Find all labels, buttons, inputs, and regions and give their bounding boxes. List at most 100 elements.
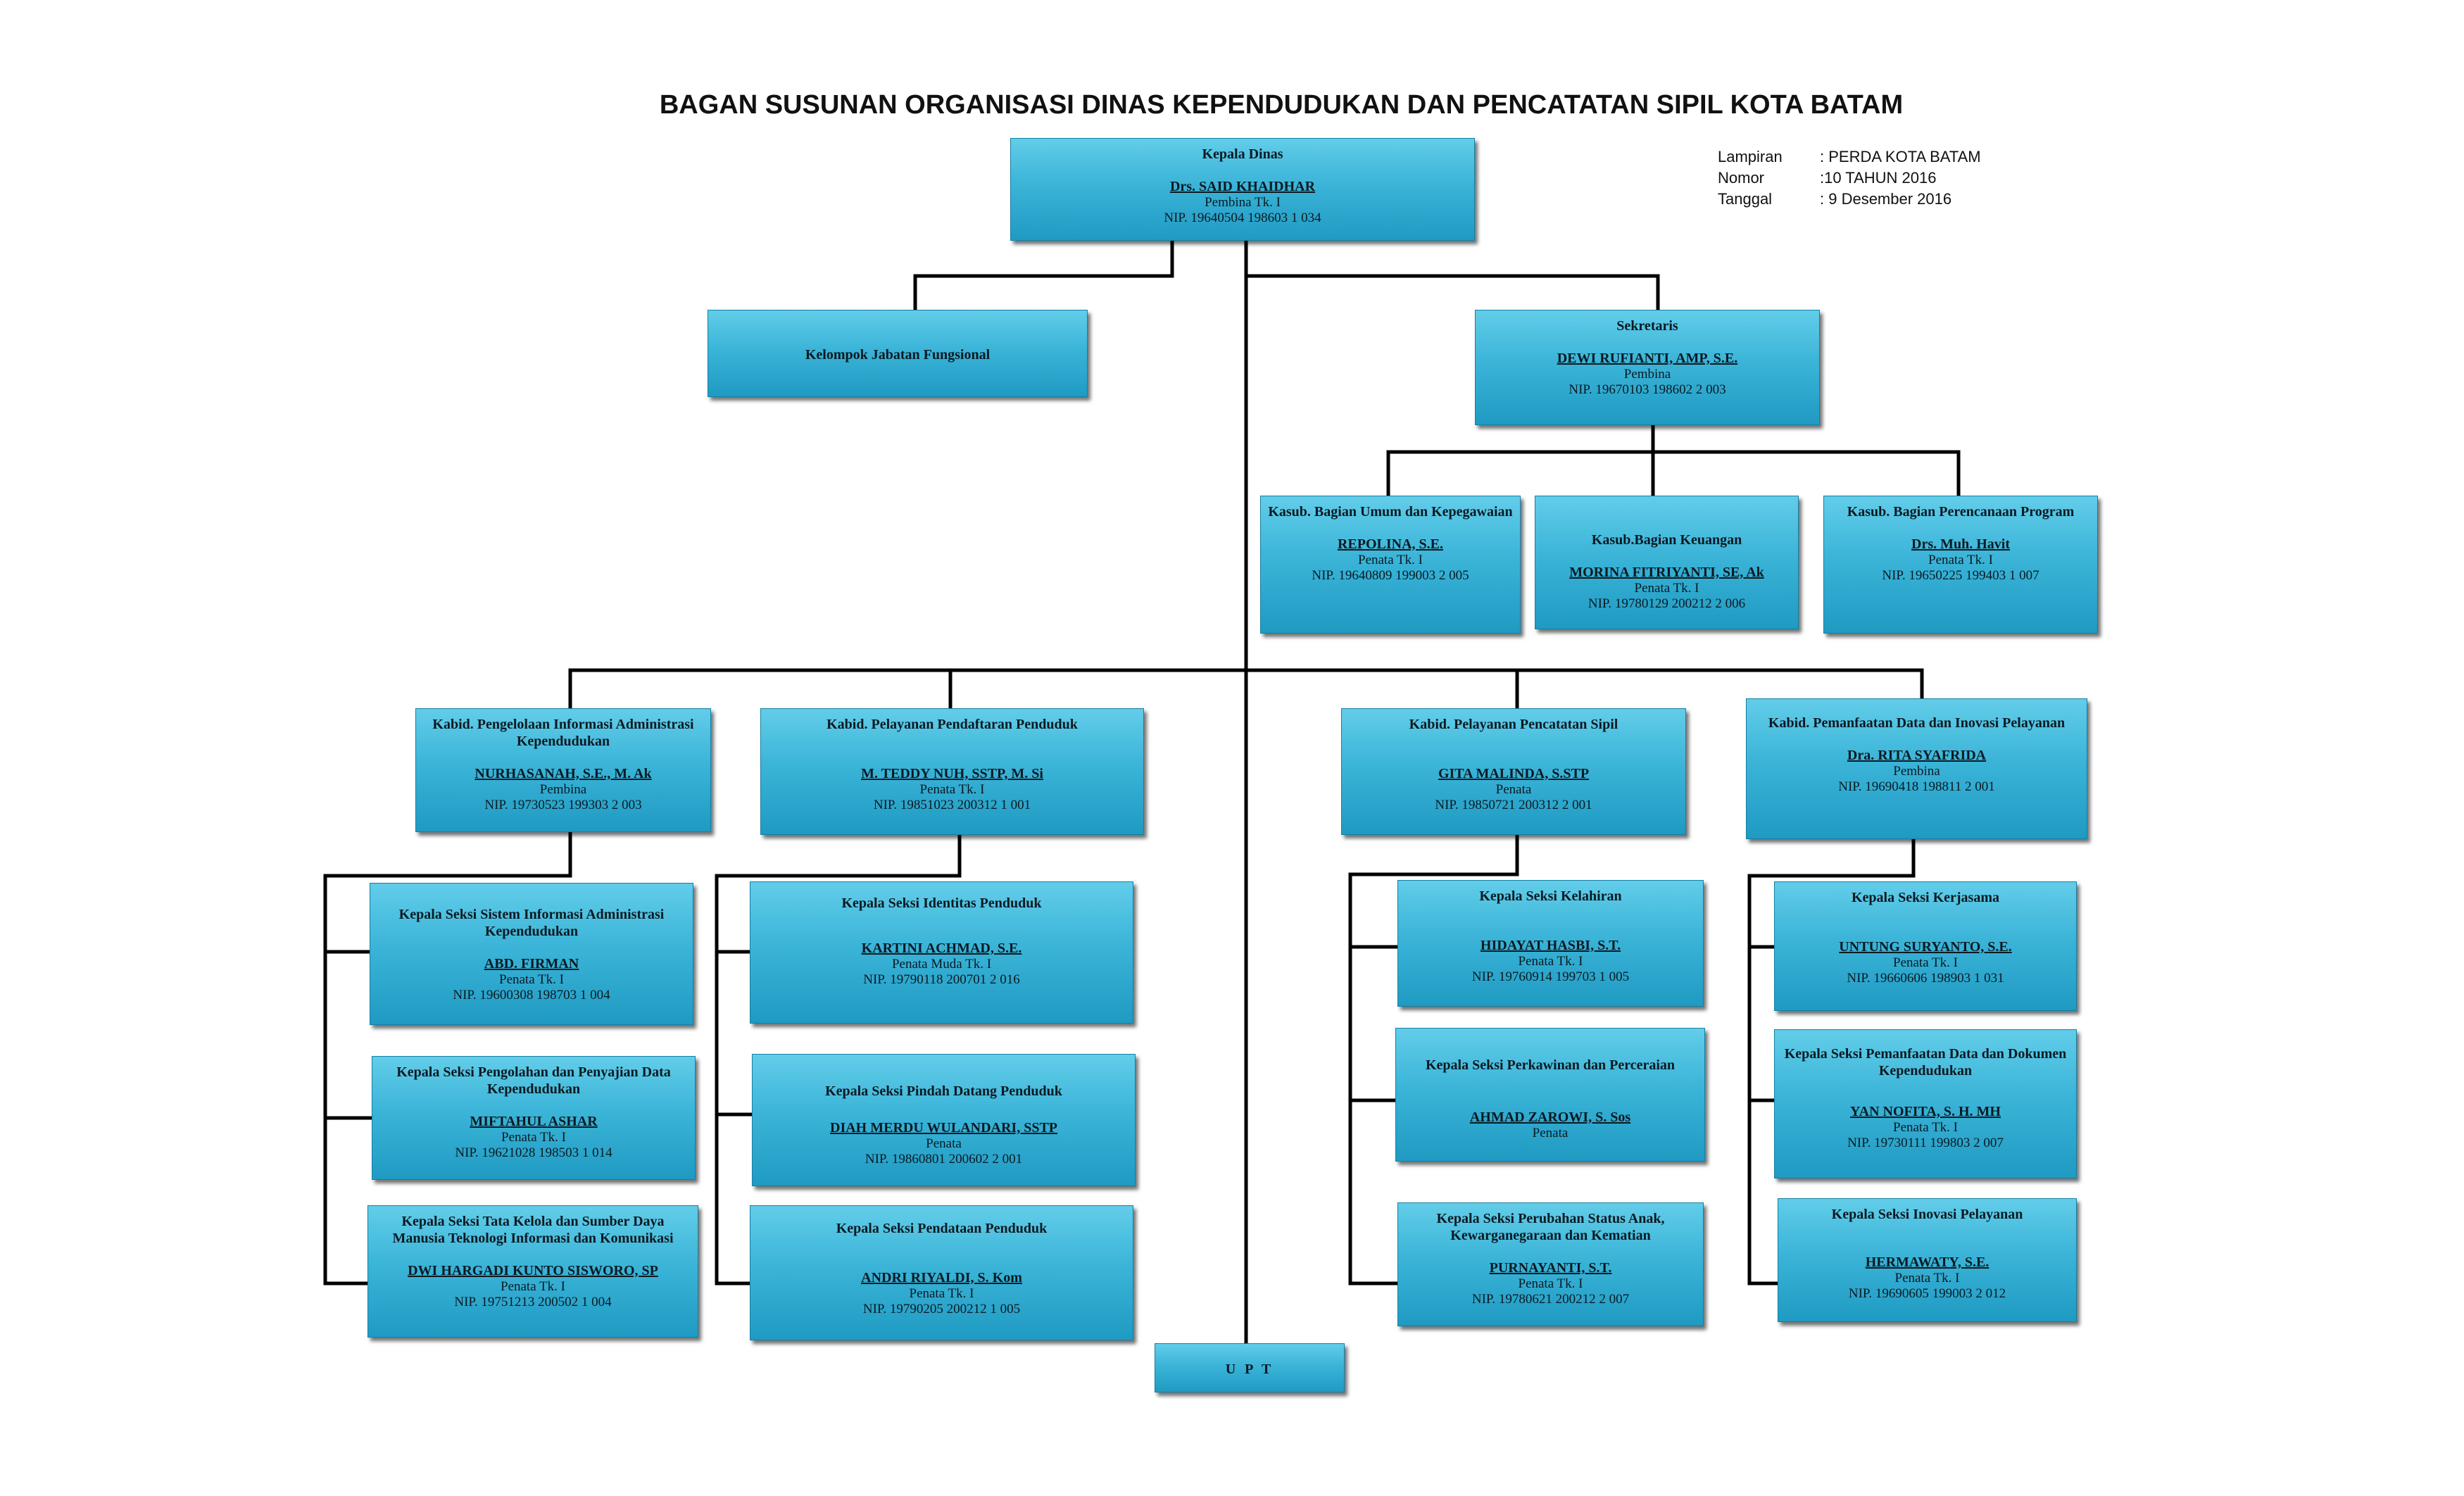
node-nip: NIP. 19860801 200602 2 001 [865,1152,1023,1167]
node-nip: NIP. 19730523 199303 2 003 [484,798,642,812]
node-name: ANDRI RIYALDI, S. Kom [861,1270,1022,1286]
node-name: DEWI RUFIANTI, AMP, S.E. [1557,351,1738,366]
node-seksi-perkawinan-perceraian: Kepala Seksi Perkawinan dan Perceraian A… [1395,1028,1705,1162]
node-seksi-perubahan-status: Kepala Seksi Perubahan Status Anak, Kewa… [1397,1202,1704,1326]
node-nip: NIP. 19851023 200312 1 001 [873,798,1031,812]
node-nip: NIP. 19751213 200502 1 004 [454,1295,612,1309]
node-name: M. TEDDY NUH, SSTP, M. Si [861,766,1043,781]
node-name: YAN NOFITA, S. H. MH [1850,1104,2001,1119]
node-rank: Penata Tk. I [499,972,564,987]
meta-value: : PERDA KOTA BATAM [1820,148,1981,165]
node-seksi-kelahiran: Kepala Seksi Kelahiran HIDAYAT HASBI, S.… [1397,880,1704,1007]
node-name: HERMAWATY, S.E. [1865,1255,1990,1270]
node-nip: NIP. 19690418 198811 2 001 [1838,779,1995,794]
node-nip: NIP. 19660606 198903 1 031 [1847,971,2004,986]
node-kabid-pendaftaran-penduduk: Kabid. Pelayanan Pendaftaran Penduduk M.… [760,708,1144,835]
node-kasub-perencanaan: Kasub. Bagian Perencanaan Program Drs. M… [1823,496,2098,634]
node-nip: NIP. 19790205 200212 1 005 [862,1302,1021,1316]
meta-value: : 9 Desember 2016 [1820,190,1952,208]
node-rank: Penata Tk. I [501,1130,566,1145]
node-title: Kabid. Pengelolaan Informasi Administras… [432,717,694,749]
node-title: Kasub. Bagian Perencanaan Program [1847,504,2075,520]
node-name: REPOLINA, S.E. [1337,536,1444,552]
node-rank: Penata [926,1136,962,1151]
node-rank: Penata [1532,1126,1569,1140]
node-rank: Penata Tk. I [501,1279,565,1294]
node-seksi-identitas-penduduk: Kepala Seksi Identitas Penduduk KARTINI … [750,881,1133,1024]
node-title: Kepala Seksi Tata Kelola dan Sumber Daya… [392,1214,674,1246]
node-name: Dra. RITA SYAFRIDA [1847,748,1987,763]
node-title: Kepala Seksi Pengolahan dan Penyajian Da… [396,1064,671,1097]
node-nip: NIP. 19790118 200701 2 016 [863,972,1020,987]
node-name: Drs. Muh. Havit [1911,536,2010,552]
node-seksi-sistem-informasi: Kepala Seksi Sistem Informasi Administra… [370,883,693,1025]
node-rank: Pembina Tk. I [1205,195,1281,210]
node-name: GITA MALINDA, S.STP [1438,766,1590,781]
node-title: Kepala Seksi Pendataan Penduduk [836,1221,1048,1236]
node-name: DWI HARGADI KUNTO SISWORO, SP [408,1263,658,1278]
node-title: Kelompok Jabatan Fungsional [805,347,991,363]
node-kepala-dinas: Kepala Dinas Drs. SAID KHAIDHAR Pembina … [1010,138,1475,241]
node-upt: U P T [1155,1343,1345,1393]
node-kabid-pemanfaatan-data: Kabid. Pemanfaatan Data dan Inovasi Pela… [1746,698,2087,839]
node-name: MIFTAHUL ASHAR [470,1114,598,1129]
node-seksi-pengolahan-data: Kepala Seksi Pengolahan dan Penyajian Da… [372,1056,696,1180]
node-sekretaris: Sekretaris DEWI RUFIANTI, AMP, S.E. Pemb… [1475,310,1820,425]
node-name: NURHASANAH, S.E., M. Ak [474,766,652,781]
node-nip: NIP. 19670103 198602 2 003 [1569,382,1726,397]
node-name: Drs. SAID KHAIDHAR [1169,179,1316,194]
node-nip: NIP. 19650225 199403 1 007 [1882,568,2039,583]
meta-key: Lampiran [1718,148,1783,165]
meta-row-nomor: Nomor :10 TAHUN 2016 [1718,168,1981,189]
meta-value: :10 TAHUN 2016 [1820,169,1937,187]
node-rank: Penata Tk. I [1893,955,1958,970]
node-name: AHMAD ZAROWI, S. Sos [1469,1110,1631,1125]
node-rank: Penata Tk. I [1894,1271,1960,1286]
node-rank: Penata Tk. I [1358,553,1423,567]
node-rank: Penata Tk. I [1634,581,1699,596]
node-title: Kepala Seksi Kelahiran [1479,888,1622,904]
node-rank: Penata Tk. I [1928,553,1993,567]
node-nip: NIP. 19600308 198703 1 004 [453,988,610,1002]
node-nip: NIP. 19760914 199703 1 005 [1471,969,1630,984]
node-seksi-pendataan-penduduk: Kepala Seksi Pendataan Penduduk ANDRI RI… [750,1205,1133,1340]
node-kabid-piak: Kabid. Pengelolaan Informasi Administras… [415,708,711,832]
node-kelompok-jabatan-fungsional: Kelompok Jabatan Fungsional [708,310,1088,397]
node-kasub-umum-kepegawaian: Kasub. Bagian Umum dan Kepegawaian REPOL… [1260,496,1521,634]
node-nip: NIP. 19640809 199003 2 005 [1312,568,1469,583]
node-seksi-inovasi-pelayanan: Kepala Seksi Inovasi Pelayanan HERMAWATY… [1778,1198,2077,1322]
node-seksi-pemanfaatan-data: Kepala Seksi Pemanfaatan Data dan Dokume… [1774,1029,2077,1178]
node-rank: Pembina [1623,367,1671,382]
node-nip: NIP. 19730111 199803 2 007 [1847,1136,2004,1150]
node-rank: Penata Muda Tk. I [891,957,992,972]
node-seksi-kerjasama: Kepala Seksi Kerjasama UNTUNG SURYANTO, … [1774,881,2077,1011]
node-name: KARTINI ACHMAD, S.E. [861,941,1022,956]
node-title: Kepala Seksi Pindah Datang Penduduk [825,1083,1062,1099]
node-seksi-pindah-datang: Kepala Seksi Pindah Datang Penduduk DIAH… [752,1054,1136,1186]
node-name: HIDAYAT HASBI, S.T. [1480,938,1621,953]
node-title: Kasub. Bagian Umum dan Kepegawaian [1268,504,1513,520]
node-title: Kabid. Pelayanan Pendaftaran Penduduk [826,717,1078,732]
node-nip: NIP. 19850721 200312 2 001 [1435,798,1592,812]
node-title: Kepala Seksi Inovasi Pelayanan [1831,1207,2023,1222]
node-title: Kepala Dinas [1202,146,1283,162]
node-nip: NIP. 19621028 198503 1 014 [455,1145,612,1160]
meta-row-tanggal: Tanggal : 9 Desember 2016 [1718,189,1981,210]
node-rank: Pembina [539,782,587,797]
node-nip: NIP. 19780621 200212 2 007 [1471,1292,1630,1307]
node-name: MORINA FITRIYANTI, SE, Ak [1569,565,1764,580]
meta-key: Nomor [1718,169,1765,187]
chart-title: BAGAN SUSUNAN ORGANISASI DINAS KEPENDUDU… [659,90,1904,120]
node-title: Kabid. Pelayanan Pencatatan Sipil [1409,717,1618,732]
document-reference: Lampiran : PERDA KOTA BATAM Nomor :10 TA… [1718,146,1981,210]
node-kasub-keuangan: Kasub.Bagian Keuangan MORINA FITRIYANTI,… [1535,496,1799,629]
node-rank: Penata Tk. I [1518,954,1583,969]
node-name: UNTUNG SURYANTO, S.E. [1839,939,2012,955]
node-nip: NIP. 19780129 200212 2 006 [1588,596,1746,611]
node-rank: Penata [1495,782,1532,797]
meta-key: Tanggal [1718,190,1773,208]
node-title: Kabid. Pemanfaatan Data dan Inovasi Pela… [1768,715,2066,731]
node-title: Kasub.Bagian Keuangan [1591,532,1742,548]
node-title: Kepala Seksi Kerjasama [1852,890,1999,905]
